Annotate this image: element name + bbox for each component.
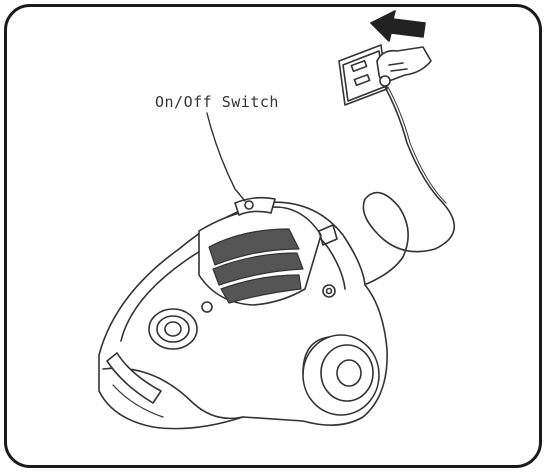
arrow-left-icon xyxy=(370,10,426,42)
power-cord xyxy=(358,86,456,288)
callout-leader-line xyxy=(206,112,246,202)
vent-grille xyxy=(208,228,304,304)
vacuum-cleaner-illustration xyxy=(98,10,456,430)
diagram-frame: On/Off Switch xyxy=(4,4,542,468)
hand-with-plug xyxy=(376,46,432,87)
vacuum-cleaner xyxy=(98,196,388,430)
rear-wheel xyxy=(302,334,380,416)
on-off-switch-label: On/Off Switch xyxy=(155,93,279,111)
hose-inlet xyxy=(148,301,213,350)
on-off-switch[interactable] xyxy=(244,200,254,210)
wall-socket xyxy=(338,44,388,106)
